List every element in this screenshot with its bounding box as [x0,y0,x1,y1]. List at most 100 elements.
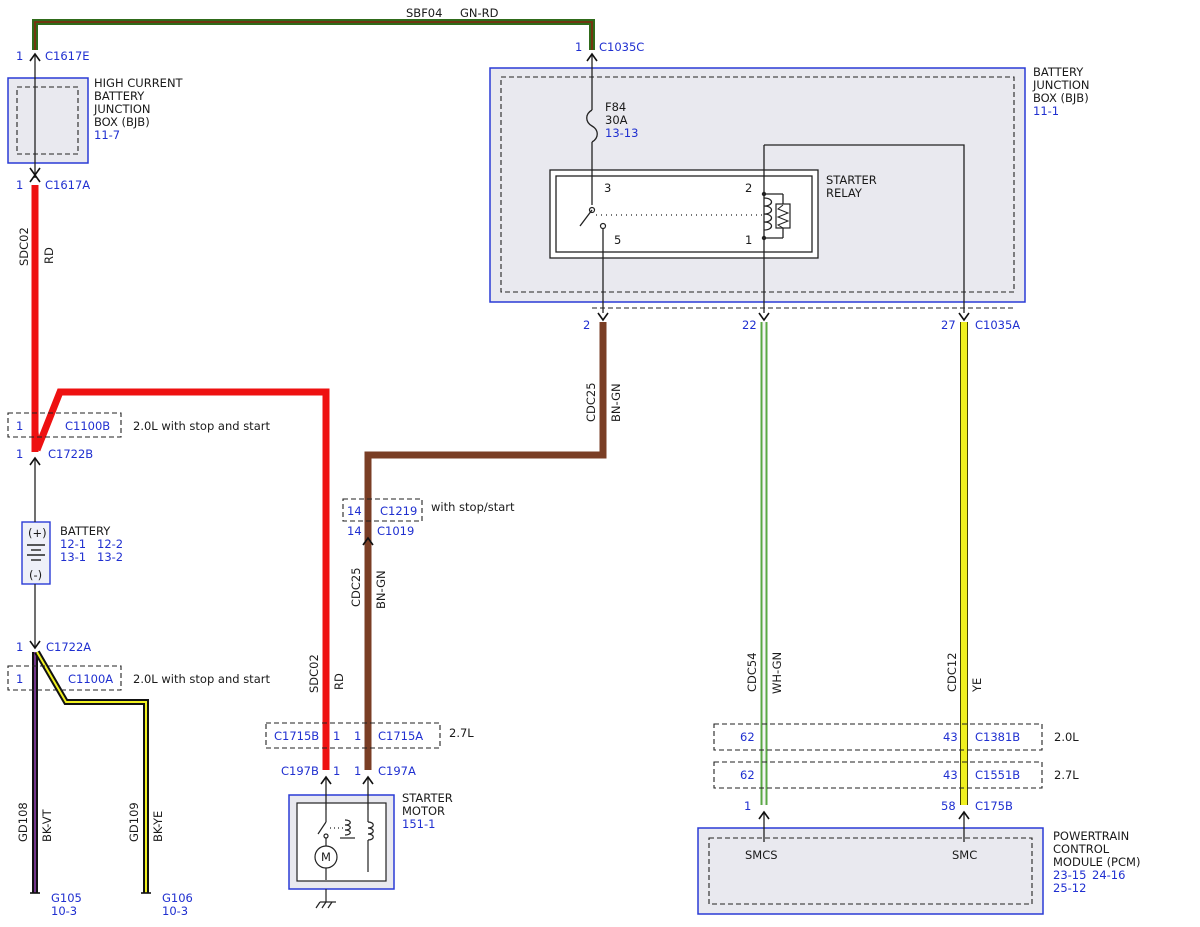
pcm-label-2: CONTROL [1053,842,1110,856]
bjb-out-pin-2: 2 [583,318,590,332]
connector-arrows [29,52,970,820]
cdc25-left-circuit: CDC25 [349,567,363,607]
c197b-name: C197B [281,764,319,778]
battery-minus: (-) [29,568,42,582]
c1617a-name: C1617A [45,178,90,192]
cdc54-color: WH-GN [770,652,784,694]
c1715-note: 2.7L [449,726,474,740]
c1551b-note: 2.7L [1054,768,1079,782]
c197a-name: C197A [378,764,416,778]
sbf04-color-label: GN-RD [460,6,499,20]
c1219-name: C1219 [380,504,417,518]
hcbjb-ref: 11-7 [94,128,120,142]
sdc02-mid-color: RD [332,673,346,690]
arrow-c1722b [29,456,41,466]
sdc02-left-color: RD [42,247,56,264]
hcbjb-label-4: BOX (BJB) [94,115,150,129]
battery-plus: (+) [28,526,47,540]
arrow-c175b-1 [758,810,770,820]
c175b-pin-right: 58 [941,799,956,813]
relay-node-1 [761,235,767,241]
arrow-c175b-58 [958,810,970,820]
c1100a-note: 2.0L with stop and start [133,672,270,686]
arrow-c1019 [362,536,374,546]
gd109-color: BK-YE [151,811,165,842]
cdc54-circuit: CDC54 [745,652,759,692]
arrow-pin22 [758,312,770,322]
c1722a-pin: 1 [16,640,23,654]
c1035a-name: C1035A [975,318,1020,332]
c1381b-pin-left: 62 [740,730,755,744]
bjb-label-1: BATTERY [1033,65,1084,79]
starter-motor-label-2: MOTOR [402,804,445,818]
cdc25-left-color: BN-GN [374,570,388,609]
starter-motor-inner-box [296,802,387,882]
relay-pin-1: 1 [745,233,752,247]
starter-motor-label-1: STARTER [402,791,453,805]
c1722a-name: C1722A [46,640,91,654]
c1715-box [265,722,441,749]
bjb-ref: 11-1 [1033,104,1059,118]
c1715b-pin: 1 [333,729,340,743]
wire-sbf04-inner [34,21,593,50]
wire-sbf04-outer [32,19,595,50]
relay-coil-symbol [763,197,773,231]
c197b-pin: 1 [333,764,340,778]
hcbjb-label-2: BATTERY [94,89,145,103]
battery-ref-4: 13-2 [97,550,123,564]
pcm-ref-2: 24-16 [1092,868,1125,882]
c1715b-name: C1715B [274,729,319,743]
c1551b-pin-right: 43 [943,768,958,782]
bjb-pin27-wire [764,144,965,313]
c1551b-box [713,761,1043,789]
c1617e-pin: 1 [16,49,23,63]
battery-ref-2: 12-2 [97,537,123,551]
relay-label-2: RELAY [826,186,863,200]
arrow-c1035c [586,52,598,62]
sdc02-left-circuit: SDC02 [17,227,31,266]
c1100a-pin: 1 [16,672,23,686]
c1100b-note: 2.0L with stop and start [133,419,270,433]
c1715a-pin: 1 [354,729,361,743]
c1219-box [342,498,423,522]
pcm-inner-box [708,837,1033,905]
battery-ref-1: 12-1 [60,537,86,551]
battery-box [21,521,51,585]
c1381b-name: C1381B [975,730,1020,744]
sdc02-mid-circuit: SDC02 [307,654,321,693]
arrow-c197b [320,775,332,785]
c1100b-name: C1100B [65,419,110,433]
hcbjb-label-3: JUNCTION [93,102,151,116]
arrow-c197a [362,775,374,785]
c1019-pin: 14 [347,524,362,538]
c1617e-name: C1617E [45,49,90,63]
starter-motor-ref: 151-1 [402,817,435,831]
c1551b-pin-left: 62 [740,768,755,782]
relay-coil-zigzag [776,204,790,229]
wire-gd109-inner [36,651,147,893]
fuse-f84-ref: 13-13 [605,126,638,140]
relay-pin-2: 2 [745,181,752,195]
bjb-out-pin-27: 27 [941,318,956,332]
bjb-label-3: BOX (BJB) [1033,91,1089,105]
g106-label: G106 [162,891,193,905]
sbf04-circuit-label: SBF04 [406,6,442,20]
fuse-f84-symbol [586,109,598,143]
c1035c-pin: 1 [575,40,582,54]
bjb-inner-box [500,76,1015,293]
pcm-label-3: MODULE (PCM) [1053,855,1140,869]
battery-ref-3: 13-1 [60,550,86,564]
relay-pin-5: 5 [614,233,621,247]
c1035c-name: C1035C [599,40,644,54]
starter-relay-inner-box [555,175,813,253]
pcm-ref-3: 25-12 [1053,881,1086,895]
c1100b-box [7,412,122,438]
relay-node-2 [761,191,767,197]
c1715a-name: C1715A [378,729,423,743]
arrow-c1617a-bot [29,173,41,183]
arrow-pin27 [958,312,970,322]
cdc25-right-circuit: CDC25 [584,382,598,422]
fuse-f84-rating: 30A [605,113,628,127]
starter-relay-box [549,169,819,259]
